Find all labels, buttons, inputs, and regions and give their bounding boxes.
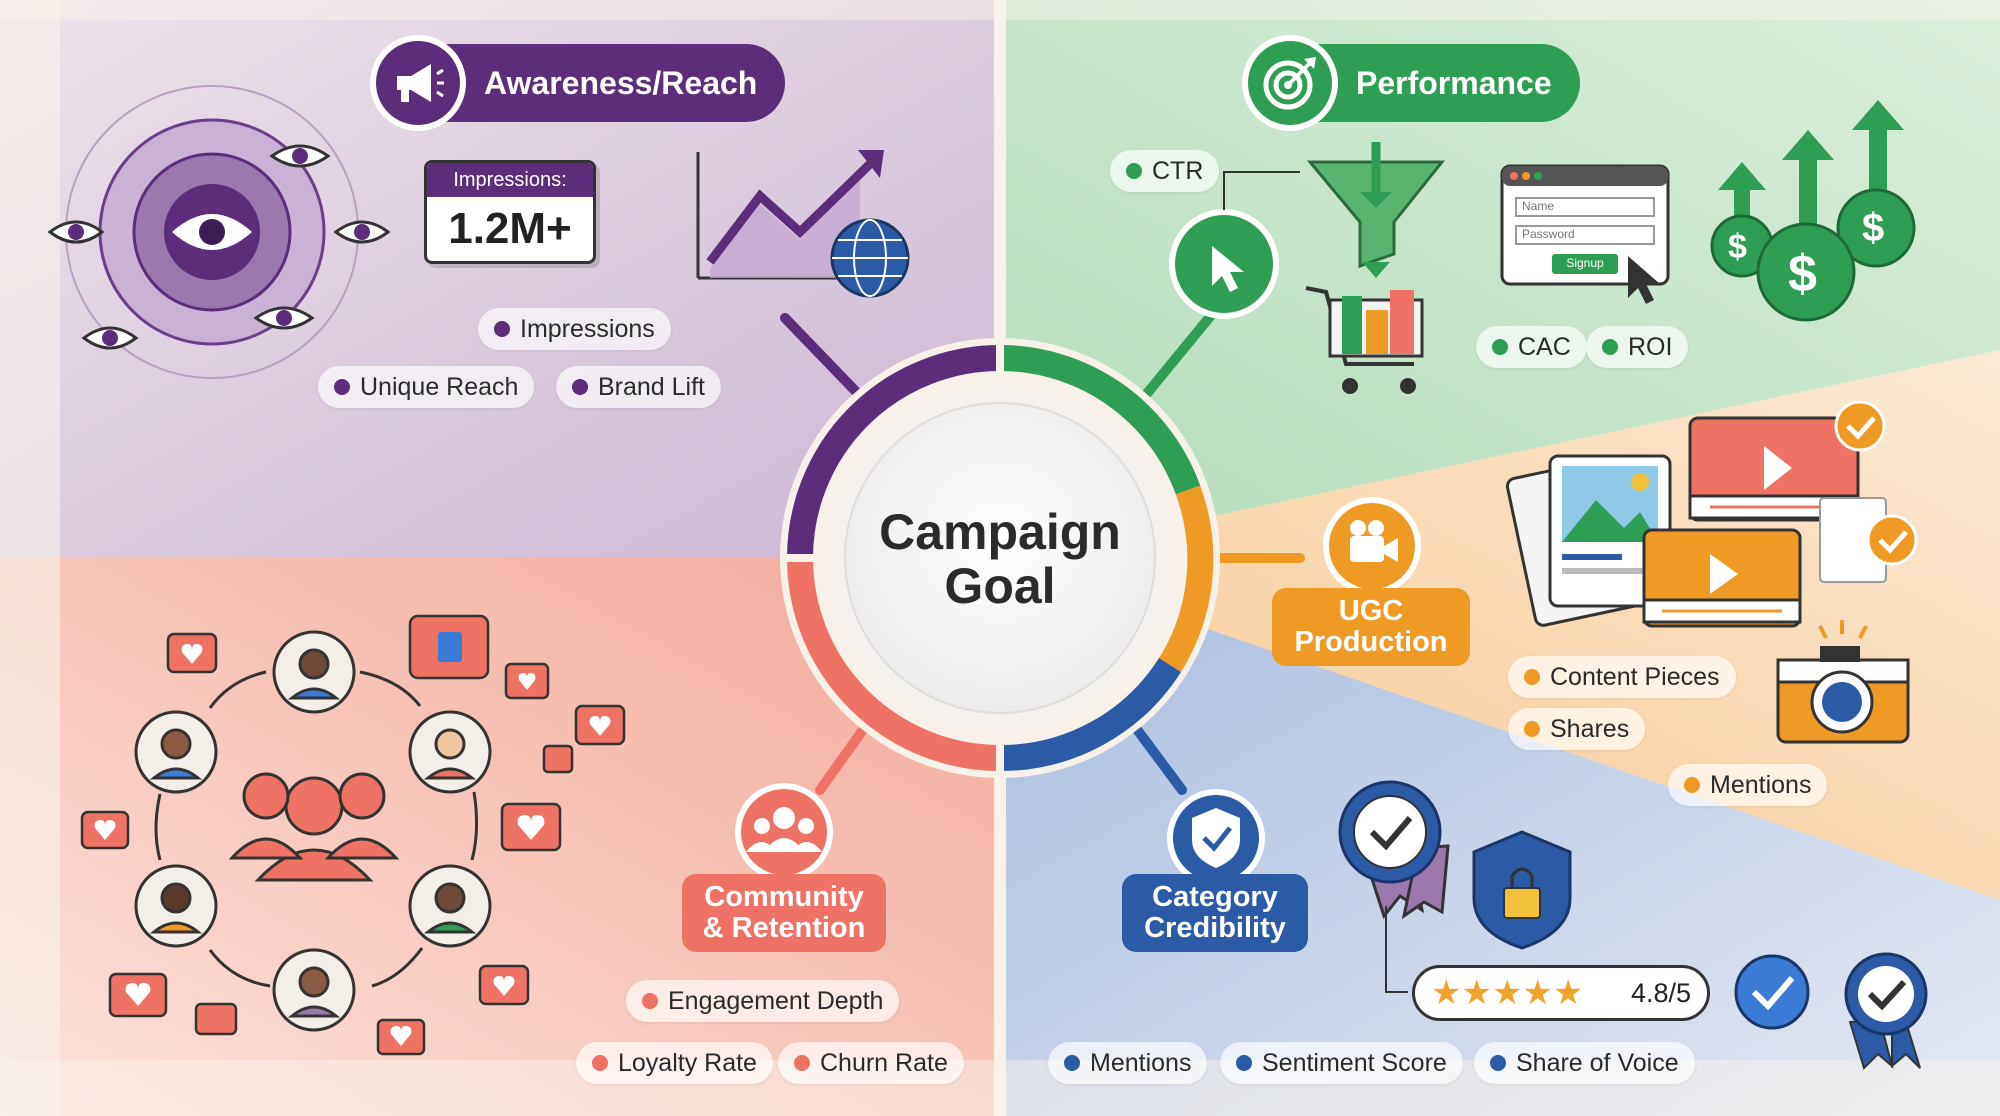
video-camera-icon xyxy=(1350,520,1398,562)
dollar-sign-small: $ xyxy=(1728,228,1747,266)
growth-chart-icon xyxy=(696,150,884,280)
impressions-card: Impressions: 1.2M+ xyxy=(424,160,596,264)
metric-roi: ROI xyxy=(1586,326,1689,368)
metric-sentiment-score: Sentiment Score xyxy=(1220,1042,1463,1084)
shield-lock-icon xyxy=(1472,830,1572,950)
verified-badge-icon xyxy=(1734,954,1810,1030)
metric-brand-lift: Brand Lift xyxy=(556,366,722,408)
metric-churn-rate: Churn Rate xyxy=(778,1042,964,1084)
community-quadrant xyxy=(0,558,994,1116)
bullet-dot xyxy=(1602,339,1618,355)
metric-shares: Shares xyxy=(1508,708,1646,750)
bullet-dot xyxy=(1490,1055,1506,1071)
dollar-sign-large: $ xyxy=(1788,245,1817,303)
metric-mentions-cred: Mentions xyxy=(1048,1042,1208,1084)
credibility-label: Category Credibility xyxy=(1122,874,1308,953)
bullet-dot xyxy=(1524,669,1540,685)
form-name-placeholder: Name xyxy=(1522,199,1555,213)
ugc-label: UGC Production xyxy=(1272,588,1470,667)
rating-bar: ★★★★★ 4.8/5 xyxy=(1412,965,1710,1021)
metric-impressions: Impressions xyxy=(478,308,671,350)
awareness-banner: Awareness/Reach xyxy=(370,35,786,131)
target-icon xyxy=(1242,35,1338,131)
bullet-dot xyxy=(1492,339,1508,355)
bullet-dot xyxy=(334,379,350,395)
metric-engagement-depth: Engagement Depth xyxy=(626,980,900,1022)
shield-check-icon xyxy=(1192,808,1240,868)
impressions-card-value: 1.2M+ xyxy=(448,204,572,253)
click-cursor-icon xyxy=(1169,209,1279,319)
signup-form-icon xyxy=(1500,164,1670,304)
bullet-dot xyxy=(1684,777,1700,793)
performance-banner: Performance xyxy=(1242,35,1580,131)
bullet-dot xyxy=(1064,1055,1080,1071)
awareness-title: Awareness/Reach xyxy=(484,64,758,101)
metric-mentions-ugc: Mentions xyxy=(1668,764,1828,806)
form-signup-button: Signup xyxy=(1566,256,1604,270)
bullet-dot xyxy=(494,321,510,337)
bullet-dot xyxy=(642,993,658,1009)
shopping-cart-icon xyxy=(1305,286,1424,394)
megaphone-icon xyxy=(370,35,466,131)
star-rating-icon: ★★★★★ xyxy=(1431,974,1584,1012)
media-gallery-icon xyxy=(1505,400,1918,628)
metric-unique-reach: Unique Reach xyxy=(318,366,535,408)
center-title: Campaign Goal xyxy=(879,504,1121,614)
eye-icon xyxy=(47,144,391,350)
dollar-sign-medium: $ xyxy=(1862,206,1885,250)
metric-loyalty-rate: Loyalty Rate xyxy=(576,1042,773,1084)
community-network-icon xyxy=(80,614,626,1056)
metric-content-pieces: Content Pieces xyxy=(1508,656,1736,698)
camera-icon xyxy=(1776,620,1910,744)
metric-share-of-voice: Share of Voice xyxy=(1474,1042,1695,1084)
form-password-placeholder: Password xyxy=(1522,227,1575,241)
eye-target-icon xyxy=(65,85,359,379)
performance-title: Performance xyxy=(1356,64,1552,101)
funnel-icon xyxy=(1306,142,1446,278)
metric-cac: CAC xyxy=(1476,326,1587,368)
bullet-dot xyxy=(592,1055,608,1071)
bullet-dot xyxy=(1524,721,1540,737)
bullet-dot xyxy=(1236,1055,1252,1071)
medal-check-icon xyxy=(1844,952,1928,1070)
community-label: Community & Retention xyxy=(682,874,886,953)
metric-ctr: CTR xyxy=(1110,150,1220,192)
bullet-dot xyxy=(572,379,588,395)
money-growth-icon xyxy=(1710,100,1916,322)
bullet-dot xyxy=(1126,163,1142,179)
award-ribbon-icon xyxy=(1338,780,1450,920)
impressions-card-label: Impressions: xyxy=(427,163,593,197)
rating-value: 4.8/5 xyxy=(1630,977,1691,1008)
people-icon xyxy=(746,807,822,852)
bullet-dot xyxy=(794,1055,810,1071)
globe-icon xyxy=(830,218,910,298)
